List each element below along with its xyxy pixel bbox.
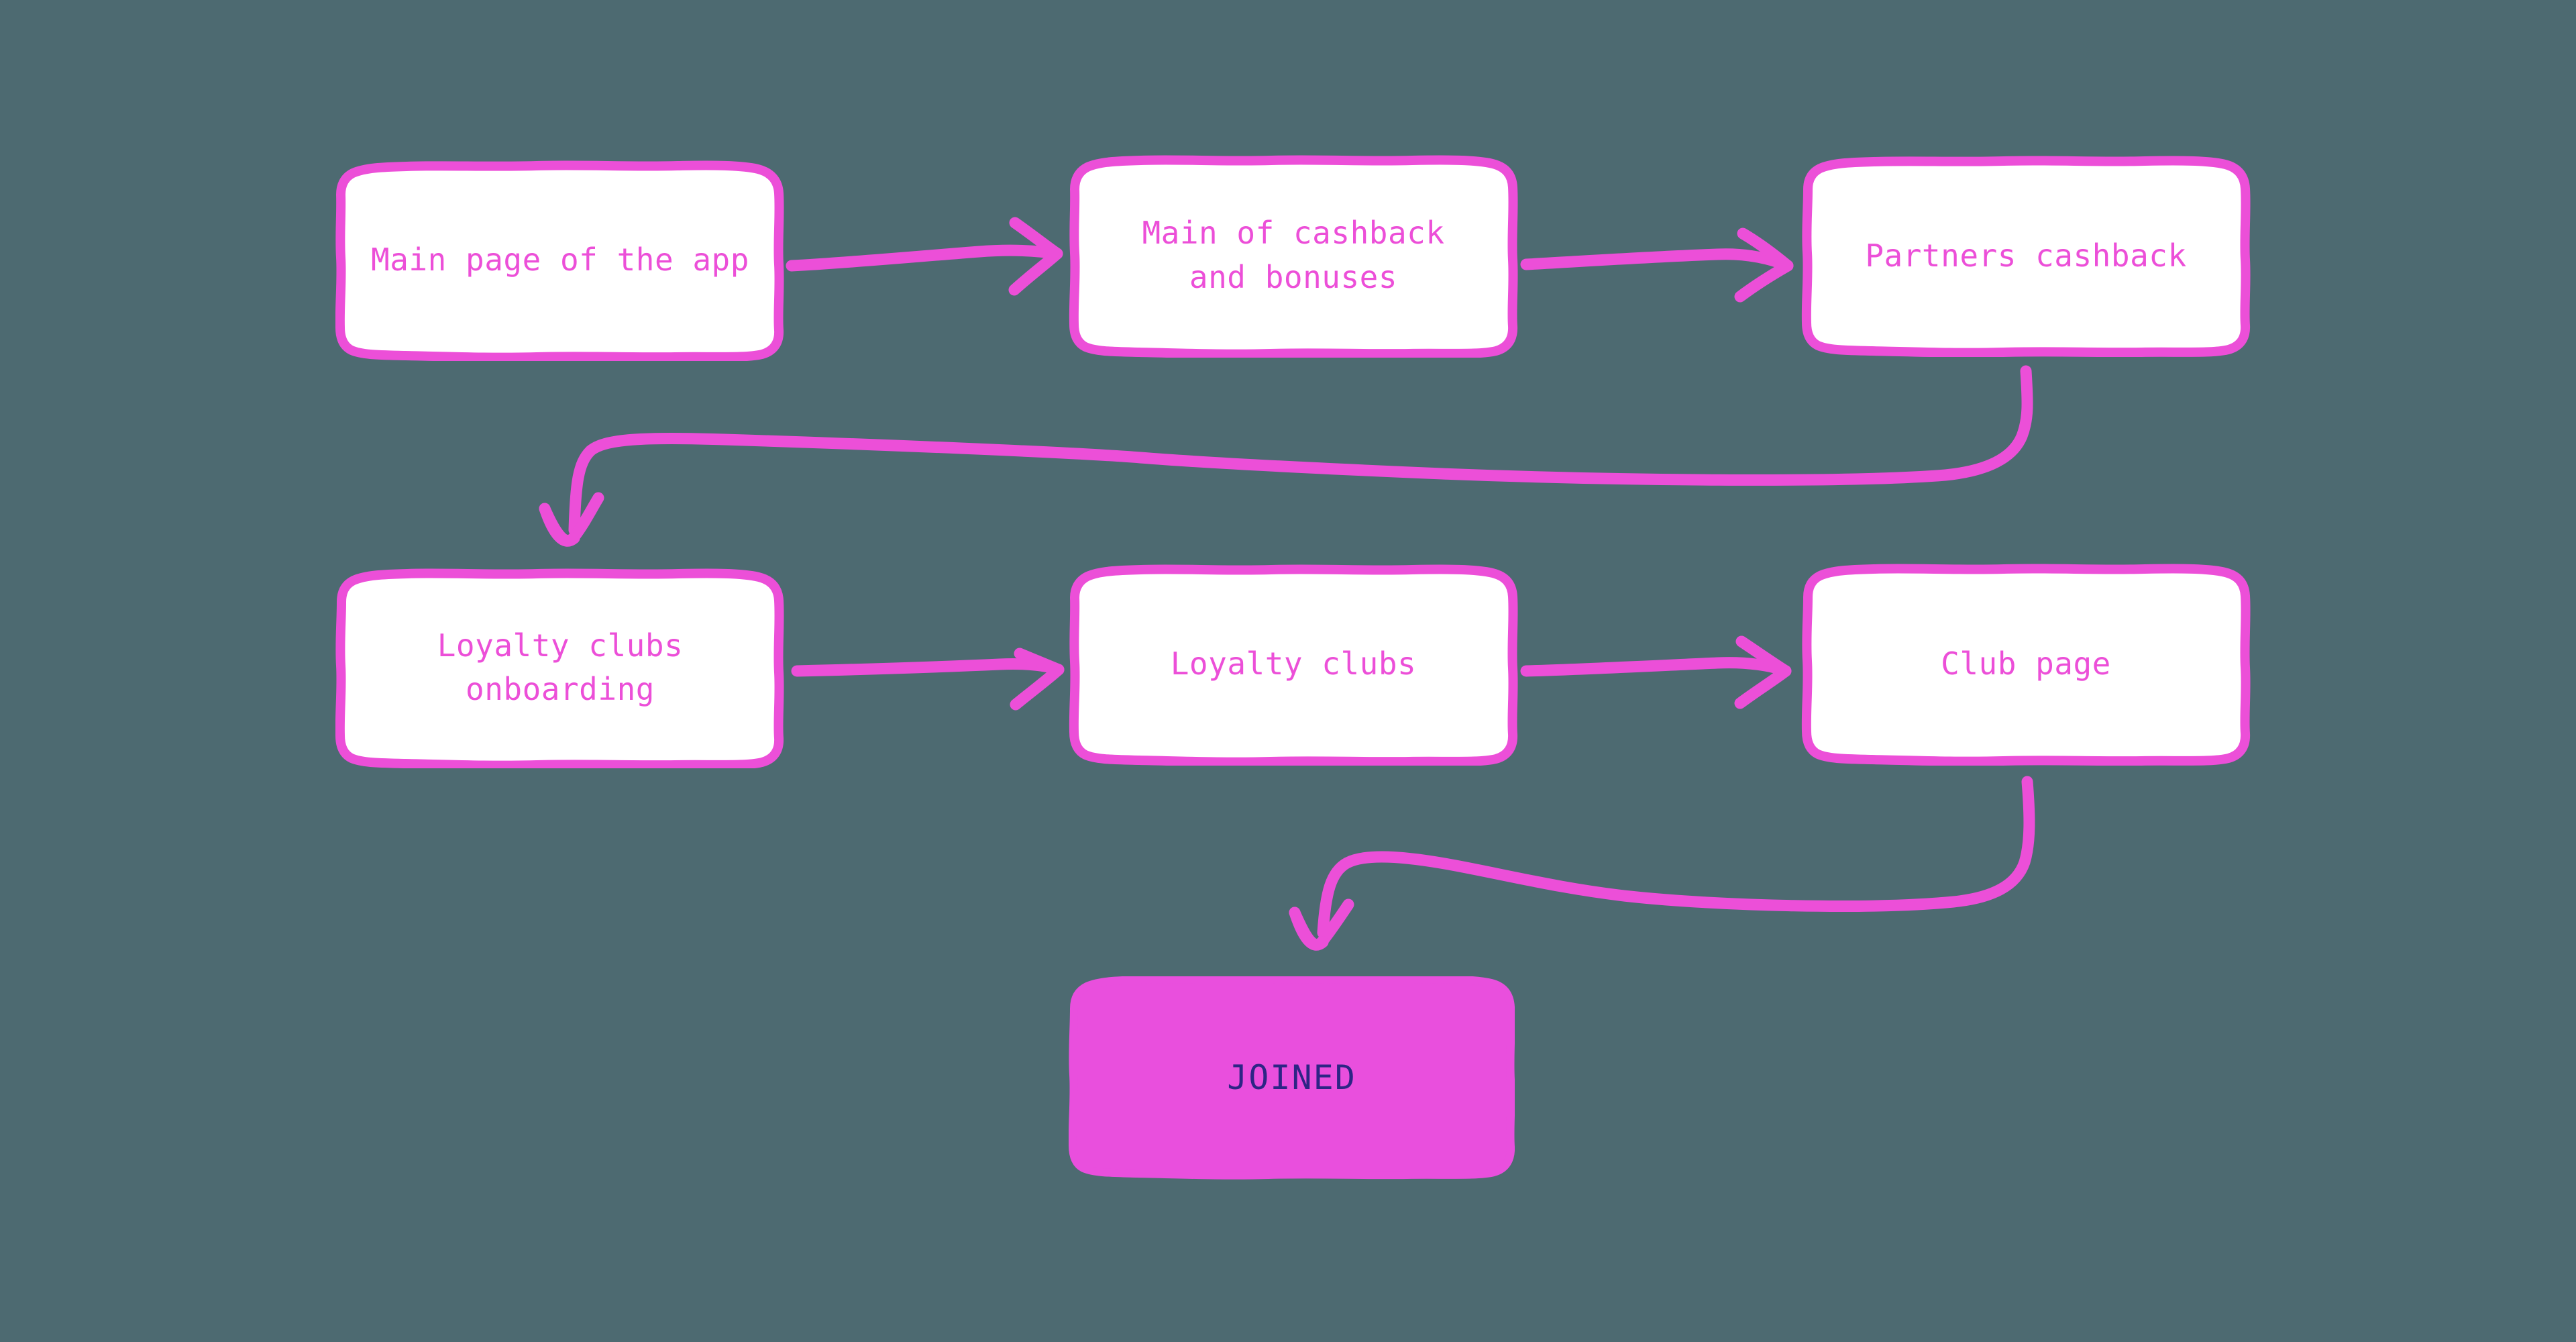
node-outline xyxy=(1069,976,1515,1180)
node-loyalty-clubs-onboarding[interactable]: Loyalty clubs onboarding xyxy=(335,567,785,768)
node-main-page[interactable]: Main page of the app xyxy=(335,160,785,361)
node-label: Club page xyxy=(1941,645,2111,682)
node-label: Main page of the app xyxy=(371,242,749,278)
node-label: Loyalty clubs onboarding xyxy=(437,627,684,707)
node-outline xyxy=(1801,156,2251,357)
node-main-of-cashback-and-bonuses[interactable]: Main of cashback and bonuses xyxy=(1069,153,1518,358)
node-loyalty-clubs[interactable]: Loyalty clubs xyxy=(1069,562,1518,766)
edge-loyalty-onboarding-to-loyalty-clubs xyxy=(791,648,1065,711)
edge-club-page-to-joined xyxy=(1289,776,2035,951)
edge-main-page-to-main-cashback xyxy=(786,217,1063,296)
node-outline xyxy=(335,568,784,768)
edge-main-cashback-to-partners-cashback xyxy=(1520,227,1794,303)
edge-partners-cashback-to-loyalty-onboarding xyxy=(539,365,2033,547)
edge-loyalty-clubs-to-club-page xyxy=(1520,635,1792,709)
node-joined[interactable]: JOINED xyxy=(1069,976,1515,1180)
node-outline xyxy=(1801,564,2251,766)
node-partners-cashback[interactable]: Partners cashback xyxy=(1801,156,2251,357)
node-label: Main of cashback and bonuses xyxy=(1142,215,1445,295)
node-outline xyxy=(1069,155,1518,358)
node-club-page[interactable]: Club page xyxy=(1801,562,2251,766)
node-label: Loyalty clubs xyxy=(1170,645,1417,682)
node-label: Partners cashback xyxy=(1865,238,2187,274)
node-outline xyxy=(1069,564,1518,766)
node-outline xyxy=(335,160,784,361)
node-label: JOINED xyxy=(1227,1058,1356,1097)
